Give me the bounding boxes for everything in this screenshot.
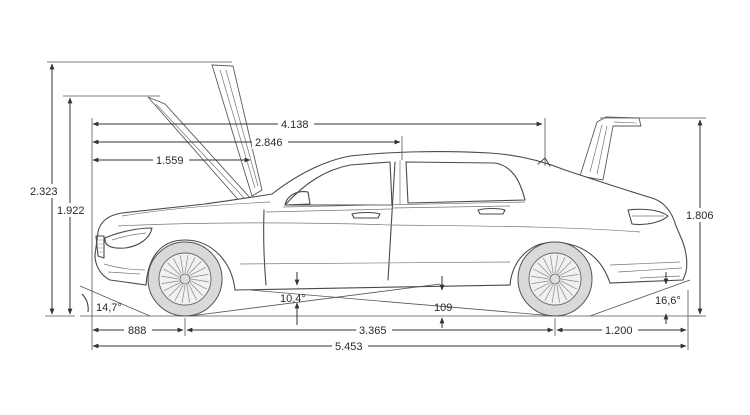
wheel-spoke [560,278,579,283]
wheel-spoke [163,282,181,291]
wheel-spoke [556,284,560,303]
wheel-spoke [180,255,184,274]
wheel-spoke [163,268,180,278]
wheel-spoke [186,284,190,303]
wheel-spoke [190,278,209,283]
front-wheel [147,241,223,317]
wheel-spoke [550,255,554,274]
wheel-spoke [189,267,207,276]
dim-rear-overhang: 1.200 [556,323,687,337]
label-1200: 1.200 [605,325,633,337]
wheel-spoke [560,280,577,290]
wheel-spoke [188,283,197,301]
label-1559: 1.559 [156,155,184,167]
wheel-spoke [558,261,572,275]
label-4138: 4.138 [281,119,309,131]
wheel-spoke [551,284,556,303]
dim-2846: 2.846 [92,135,403,160]
wheel-spoke [543,257,552,275]
rear-wheel [517,241,593,317]
dim-1559: 1.559 [92,153,251,167]
wheel-spoke [190,274,209,278]
wheel-spoke [559,267,577,276]
open-trunk-outline [579,116,642,181]
dim-front-overhang: 888 [92,323,184,337]
wheel-spoke [168,283,182,297]
wheel-spoke [538,283,552,297]
label-1806: 1.806 [686,210,714,222]
wheel-spoke [531,275,550,280]
label-888: 888 [128,325,146,337]
wheel-spoke [533,268,550,278]
wheel-spoke [559,282,573,296]
car-body [94,151,688,291]
wheel-spoke [184,255,189,274]
label-109: 109 [434,302,452,314]
wheel-spoke [554,255,559,274]
dim-wheelbase: 3.365 [186,323,554,337]
dim-4138: 4.138 [92,117,546,166]
label-5453: 5.453 [335,341,363,353]
wheel-spoke [161,280,180,284]
wheel-spoke [189,282,203,296]
label-2846: 2.846 [255,137,283,149]
wheel-spoke [531,280,550,284]
ground-clearance: 109 [434,276,452,328]
label-ramp-angle: 10,4° [280,293,306,305]
label-departure-angle: 16,6° [655,295,681,307]
dim-overall-height-hood-open: 2.323 [28,61,232,317]
open-hood-outline [147,64,263,205]
dim-height: 1.806 [600,117,718,317]
wheel-spoke [181,284,186,303]
wheel-spoke [558,283,567,301]
wheel-spoke [188,261,202,275]
wheel-spoke [560,274,579,278]
wheel-spoke [161,275,180,280]
wheel-spoke [174,284,184,301]
label-approach-angle: 14,7° [96,302,122,314]
approach-angle: 14,7° [79,285,151,317]
wheel-spoke [173,257,182,275]
wheel-spoke [190,280,207,290]
wheel-spoke [556,257,566,274]
wheel-spoke [167,262,181,276]
departure-angle: 16,6° [589,272,691,324]
label-1922: 1.922 [57,205,85,217]
wheel-spoke [533,282,551,291]
dim-overall-length: 5.453 [92,339,687,353]
wheel-spoke [186,257,196,274]
dim-overall-height-trunk-open: 1.922 [55,95,160,315]
wheel-spoke [544,284,554,301]
label-3365: 3.365 [359,325,387,337]
label-2323: 2.323 [30,186,58,198]
wheel-spoke [537,262,551,276]
ramp-angle: 10,4° [189,272,556,325]
